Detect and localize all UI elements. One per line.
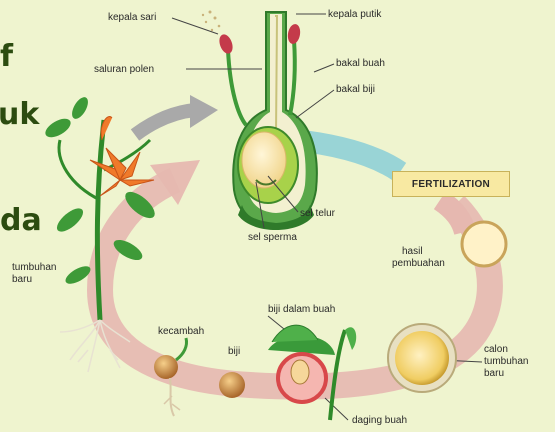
label-tumbuhan: tumbuhan: [12, 262, 56, 273]
label-pembuahan: pembuahan: [392, 258, 445, 269]
embryo-seed: [388, 324, 456, 392]
cut-text-3: da: [0, 206, 42, 236]
pistil-section: [233, 12, 317, 230]
label-kecambah: kecambah: [158, 326, 204, 337]
cut-text-2: uk: [0, 100, 39, 130]
label-daging-buah: daging buah: [352, 415, 407, 426]
label-calon: calon: [484, 344, 508, 355]
fertilization-box: FERTILIZATION: [392, 171, 510, 197]
cut-text-1: f: [0, 42, 13, 72]
label-kepala-sari: kepala sari: [108, 12, 156, 23]
label-calon-baru: baru: [484, 368, 504, 379]
label-calon-tumbuhan: tumbuhan: [484, 356, 528, 367]
seed: [219, 372, 245, 398]
gray-arrow: [135, 95, 218, 135]
label-saluran-polen: saluran polen: [94, 64, 154, 75]
label-biji: biji: [228, 346, 240, 357]
fertilized-ovule: [462, 222, 506, 266]
label-bakal-buah: bakal buah: [336, 58, 385, 69]
label-kepala-putik: kepala putik: [328, 9, 381, 20]
label-baru: baru: [12, 274, 32, 285]
label-sel-sperma: sel sperma: [248, 232, 297, 243]
label-bakal-biji: bakal biji: [336, 84, 375, 95]
label-sel-telur: sel telur: [300, 208, 335, 219]
label-hasil: hasil: [402, 246, 423, 257]
label-biji-dalam-buah: biji dalam buah: [268, 304, 335, 315]
